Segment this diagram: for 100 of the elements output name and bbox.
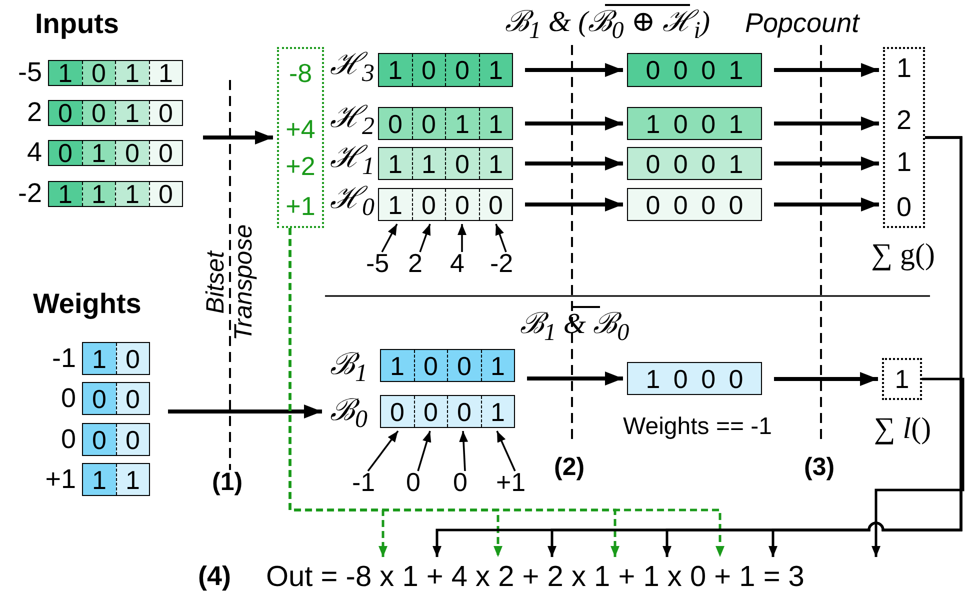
value-label: -8 — [288, 60, 314, 86]
arrow — [525, 156, 623, 170]
bit-cell-text: 1 — [389, 350, 406, 381]
connector-arrow — [417, 430, 432, 472]
bit-cell: 1 — [445, 108, 478, 139]
caption-text: Weights == -1 — [622, 415, 773, 439]
bit-cell: 1 — [49, 61, 82, 85]
popcount-box: 1 — [882, 358, 922, 400]
bit-cell: 0 — [49, 141, 82, 165]
bit-cell: 0 — [445, 189, 478, 220]
step-number: (1) — [212, 470, 243, 495]
dotted-group-box — [883, 47, 925, 228]
arrow — [774, 198, 879, 212]
value-label: +1 — [496, 469, 534, 495]
bit-vector-box: 0 0 0 0 — [627, 188, 762, 221]
connector-arrow — [458, 224, 466, 252]
bit-cell: 0 — [447, 396, 480, 427]
bit-cell: 0 — [116, 424, 149, 455]
value-label: 2 — [895, 107, 913, 134]
bit-cell: 0 — [116, 343, 149, 374]
arrow — [203, 130, 273, 144]
step-number: (2) — [554, 455, 585, 480]
vector-name: ℬ$_{0}$ — [330, 396, 368, 432]
value-label: +2 — [284, 153, 316, 179]
value-label: +4 — [284, 116, 316, 142]
row-value: 0 — [60, 426, 76, 453]
bit-cell: 0 — [447, 350, 480, 381]
bit-cell: 0 — [412, 54, 445, 86]
arrow — [774, 372, 878, 386]
bit-cell: 0 — [148, 101, 182, 125]
bit-vector-box — [378, 188, 513, 221]
arrow — [774, 156, 879, 170]
value-label: 0 — [895, 194, 913, 221]
connector-arrow — [381, 224, 398, 252]
bit-vector-box — [378, 107, 513, 140]
row-value: +1 — [44, 466, 76, 493]
bit-cell: 1 — [49, 182, 82, 206]
arrow — [527, 372, 623, 386]
bit-cell: 1 — [115, 101, 148, 125]
arrow — [525, 116, 623, 130]
vector-name: ℋ$_{2}$ — [330, 103, 376, 139]
vector-name: ℋ$_{0}$ — [330, 184, 376, 220]
stage-title: Bitset Transpose — [202, 223, 258, 343]
bit-cell: 1 — [478, 108, 512, 139]
bit-cell: 1 — [148, 61, 182, 85]
bit-cell: 0 — [414, 396, 447, 427]
bit-cell: 1 — [82, 141, 115, 165]
step-number: (4) — [198, 563, 231, 590]
connector-arrow — [288, 228, 724, 557]
bit-vector-box — [48, 181, 183, 207]
value-label: 1 — [895, 55, 913, 82]
equation-text: Out = -8 x 1 + 4 x 2 + 2 x 1 + 1 x 0 + 1 = 3 — [266, 560, 956, 594]
bit-cell: 1 — [480, 350, 514, 381]
bit-vector-box — [48, 100, 183, 126]
sum-label: ∑ l() — [872, 414, 932, 444]
vector-name: ℋ$_{1}$ — [330, 143, 376, 179]
bit-cell-text: 0 — [387, 108, 404, 139]
bit-cell-text: 0 — [389, 396, 406, 427]
value-label: -2 — [490, 250, 522, 276]
value-label: 4 — [450, 250, 474, 276]
bit-cell: 0 — [445, 148, 478, 179]
vector-name: ℬ$_{1}$ — [330, 350, 368, 386]
section-heading: Weights — [33, 290, 142, 318]
value-label: 0 — [406, 469, 430, 495]
bit-cell: 0 — [83, 383, 116, 414]
bit-cell: 1 — [115, 182, 148, 206]
arrow — [525, 63, 623, 77]
bit-cell: 0 — [445, 54, 478, 86]
bit-cell: 0 — [82, 61, 115, 85]
bit-vector-box — [82, 342, 150, 375]
bit-vector-box — [378, 147, 513, 180]
value-label: 0 — [453, 469, 477, 495]
stage-title: Popcount — [745, 10, 860, 37]
bit-vector-box: 0 0 0 1 — [627, 53, 762, 87]
row-value: -1 — [50, 345, 76, 372]
row-value: 4 — [26, 139, 42, 166]
bit-cell: 0 — [83, 424, 116, 455]
bit-cell: 1 — [116, 464, 149, 495]
bit-cell: 0 — [49, 101, 82, 125]
bit-cell: 0 — [412, 108, 445, 139]
bit-vector-box: 1 0 0 1 — [627, 107, 762, 140]
bit-cell: 0 — [115, 141, 148, 165]
bit-cell-text: 1 — [387, 189, 404, 220]
value-label: 2 — [408, 250, 432, 276]
bit-cell: 1 — [478, 54, 512, 86]
connector-arrow — [496, 430, 516, 472]
arrow — [774, 63, 879, 77]
connector-arrow — [872, 378, 964, 557]
bit-cell: 1 — [412, 148, 445, 179]
bit-cell: 0 — [116, 383, 149, 414]
bit-cell: 0 — [412, 189, 445, 220]
bit-vector-box — [380, 349, 515, 382]
arrow — [525, 198, 623, 212]
bit-cell: 0 — [414, 350, 447, 381]
bit-cell-text: 1 — [387, 54, 404, 86]
bit-vector-box: 0 0 0 1 — [627, 147, 762, 180]
row-value: 2 — [26, 99, 42, 126]
bit-cell: 1 — [83, 343, 116, 374]
value-label: +1 — [284, 193, 316, 219]
value-label: 1 — [895, 149, 913, 176]
